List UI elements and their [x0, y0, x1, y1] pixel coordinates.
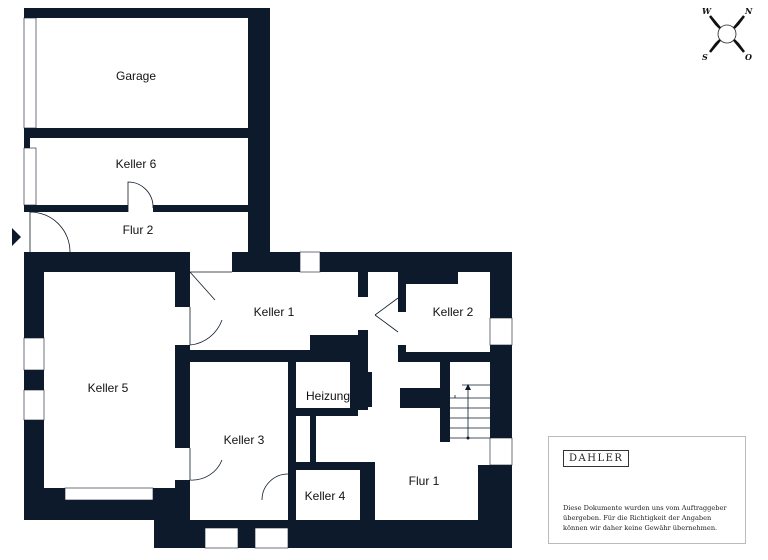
dahler-logo: DAHLER	[563, 450, 630, 467]
room-garage: Garage	[115, 69, 157, 83]
room-keller-6: Keller 6	[115, 157, 157, 171]
stairs	[450, 384, 490, 439]
disclaimer-line: können wir daher keine Gewähr übernehmen…	[563, 524, 718, 532]
room-keller-4: Keller 4	[304, 489, 346, 503]
room-heizung: Heizung	[305, 389, 351, 403]
room-flur-1: Flur 1	[408, 474, 440, 488]
room-keller-5: Keller 5	[87, 381, 129, 395]
disclaimer-line: übergeben. Für die Richtigkeit der Angab…	[563, 514, 712, 522]
room-flur-2: Flur 2	[122, 223, 154, 237]
entrance-arrow-icon	[12, 228, 21, 246]
walls	[24, 8, 512, 548]
disclaimer: Diese Dokumente wurden uns vom Auftragge…	[563, 503, 743, 533]
info-box: DAHLER Diese Dokumente wurden uns vom Au…	[548, 436, 746, 544]
room-keller-3: Keller 3	[223, 433, 265, 447]
room-keller-1: Keller 1	[253, 305, 295, 319]
disclaimer-line: Diese Dokumente wurden uns vom Auftragge…	[563, 504, 727, 512]
doors	[29, 181, 399, 501]
compass-west: W	[702, 6, 711, 16]
compass-icon	[709, 15, 745, 53]
compass-east: O	[745, 52, 752, 62]
windows	[23, 17, 513, 549]
compass-north: N	[745, 6, 753, 16]
room-keller-2: Keller 2	[432, 305, 474, 319]
compass-south: S	[702, 52, 708, 62]
